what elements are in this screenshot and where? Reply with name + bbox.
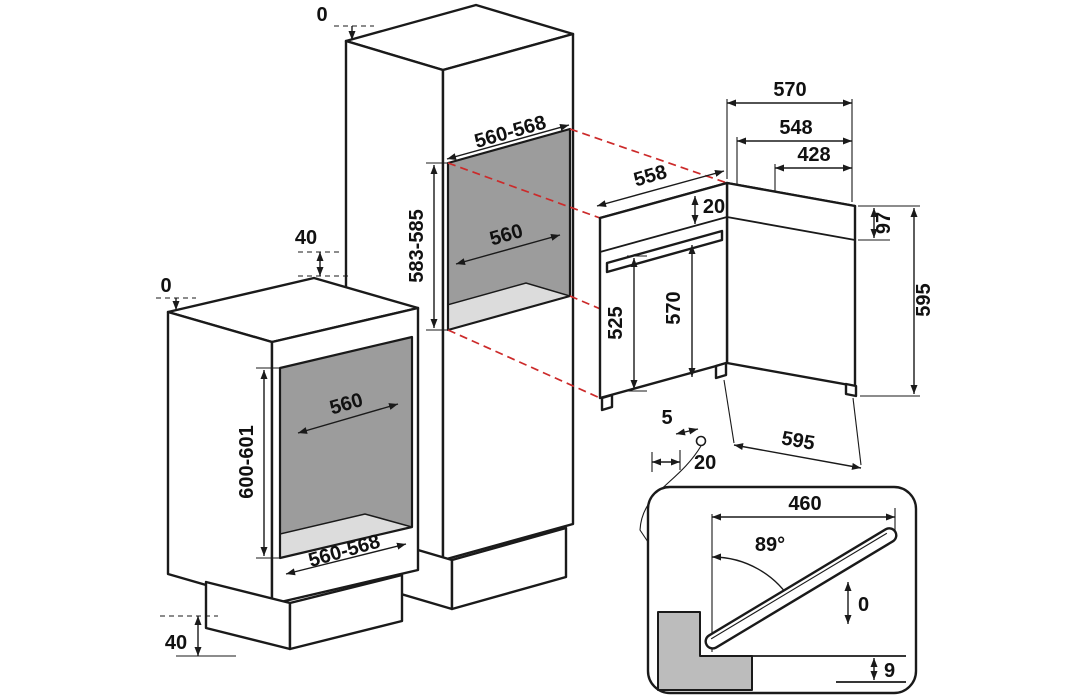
tall-niche-back-panel [448,129,570,330]
dim-label-base-floor-clearance: 40 [165,632,187,654]
dim-oven-depth-body: 548 [737,117,852,145]
base-cabinet-plinth-front [288,573,404,651]
dim-oven-bottom-clearance: 20 [651,450,716,474]
dim-oven-depth-recess: 428 [775,144,852,172]
oven-foot-back-right [844,382,858,398]
dimension-line [675,427,699,436]
alignment-guide-line [447,162,601,219]
extension-line [852,397,862,466]
dim-base-top-gap: 0 [156,275,196,310]
dim-oven-door-height: 525 [605,255,647,392]
dim-label-door-height: 525 [605,306,627,339]
door-inner-line [710,532,888,640]
dim-label-base-niche-height: 600-601 [236,425,258,498]
dim-tall-side-clearance: 40 [295,227,350,277]
dimension-line [446,124,570,160]
oven-foot-front-left [600,393,614,412]
dim-label-total-height: 595 [913,283,935,316]
dim-label-foot-inset: 5 [661,407,672,429]
dimension-line [297,403,399,434]
alignment-guide-line [447,329,601,399]
oven-side-face [725,181,857,388]
alignment-guide-line [569,128,728,184]
extension-line [723,379,735,444]
dim-door-floor-gap: 9 [870,658,895,682]
dim-oven-panel-offset: 20 [691,196,725,224]
dim-label-opening-angle: 89° [755,534,785,556]
base-niche-back-panel [280,337,412,558]
dim-label-front-height: 570 [663,291,685,324]
control-panel-edge-side [726,216,856,241]
dim-label-top-width: 558 [631,161,669,191]
dim-oven-panel-height: 97 [870,208,895,238]
dim-label-total-width: 595 [780,427,817,454]
dim-label-floor-gap: 9 [884,660,895,682]
detail-reference-marker [695,435,707,447]
base-niche-opening-outline [278,335,414,560]
dim-label-depth-recess: 428 [797,144,830,166]
control-panel-edge-front [599,216,728,253]
dim-label-door-reach: 460 [788,493,821,515]
oven [598,181,858,412]
tall-cabinet-plinth-front [450,526,568,611]
dim-tall-top-gap: 0 [316,4,374,40]
dim-label-panel-height: 97 [873,212,895,234]
dim-label-tall-side-clearance: 40 [295,227,317,249]
oven-door-slab [704,527,898,650]
oven-foot-front-right [714,361,728,380]
base-cabinet [166,276,420,651]
oven-door-open [704,527,898,650]
dim-label-base-top-gap: 0 [160,275,171,297]
dim-label-tall-top-gap: 0 [316,4,327,26]
dim-label-front-gap: 0 [858,594,869,616]
dim-label-panel-offset: 20 [703,196,725,218]
dim-door-front-gap: 0 [844,582,869,624]
dim-oven-total-width: 595 [723,379,862,470]
dim-label-bottom-clearance: 20 [694,452,716,474]
dim-oven-front-height: 570 [663,245,696,377]
base-cabinet-niche [278,335,414,560]
dim-oven-depth-total: 570 [727,79,852,107]
dimension-line [285,542,407,576]
dimension-line [596,170,725,207]
dim-base-floor-clearance: 40 [160,615,236,657]
dim-base-niche-height: 600-601 [236,367,280,559]
dimension-line [733,443,862,470]
dim-oven-total-height: 595 [910,208,935,394]
oven-dimensions: 570 548 428 558 20 525 570 [596,79,935,543]
dim-tall-niche-height: 583-585 [406,162,448,331]
door-detail-inset: 460 89° 0 9 [646,485,918,695]
dim-label-depth-total: 570 [773,79,806,101]
dim-door-reach: 460 [712,493,896,530]
dimension-line [455,234,561,265]
dim-label-tall-niche-height: 583-585 [406,209,428,282]
dim-label-depth-body: 548 [779,117,812,139]
dim-oven-foot-inset: 5 [661,407,699,436]
